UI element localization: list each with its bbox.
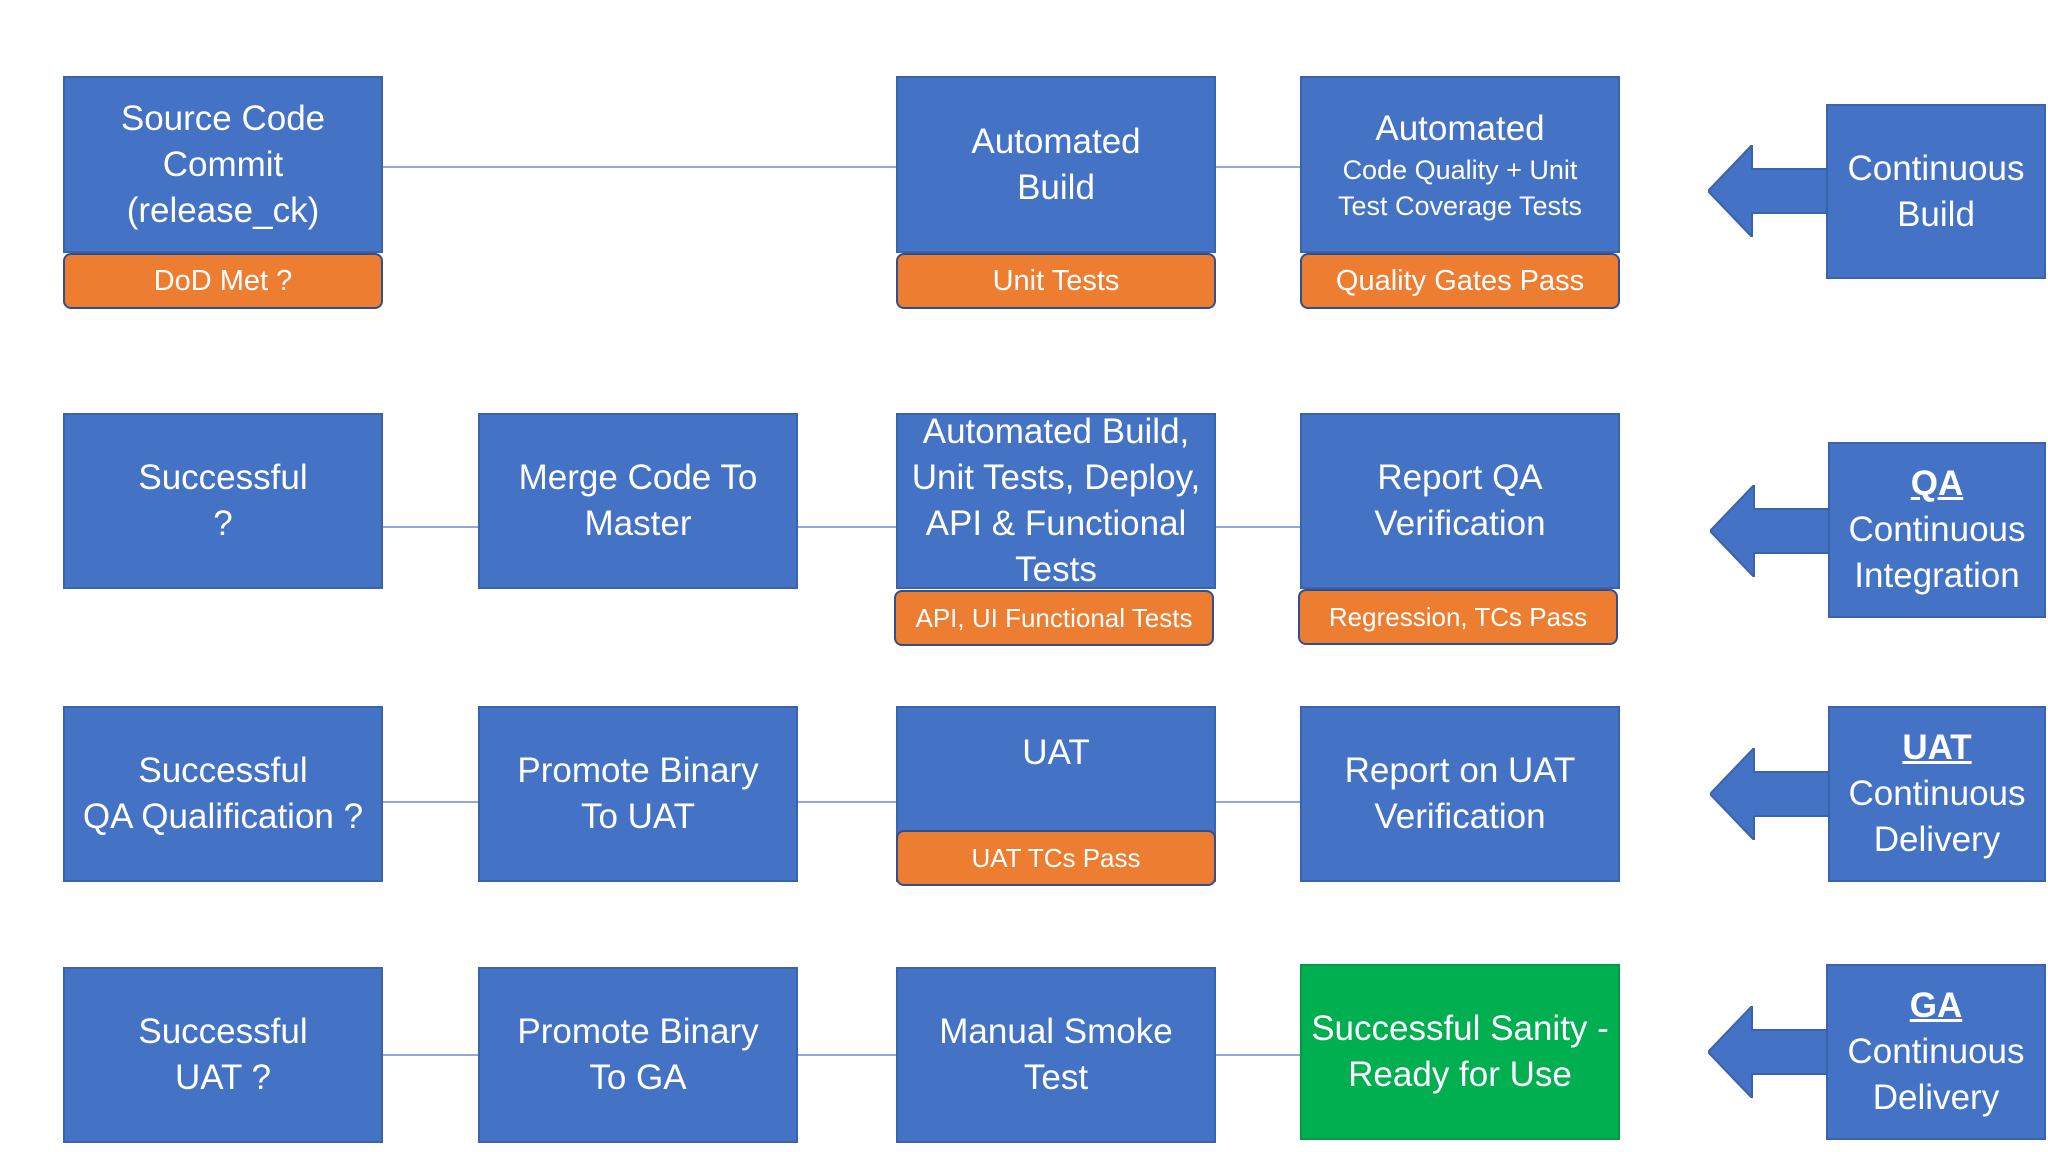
connector-line [382, 526, 478, 528]
connector-line [382, 1054, 478, 1056]
promote-binary-uat-box: Promote Binary To UAT [478, 706, 798, 882]
connector-line [382, 801, 478, 803]
box-line: Code Quality + Unit [1342, 154, 1578, 185]
connector-line [382, 166, 896, 168]
dod-met-tag: DoD Met ? [63, 253, 383, 309]
unit-tests-tag: Unit Tests [896, 253, 1216, 309]
continuous-build-phase: Continuous Build [1826, 104, 2046, 279]
connector-line [796, 526, 896, 528]
left-arrow-icon [1710, 485, 1830, 577]
box-line: Promote Binary [517, 751, 759, 790]
phase-line: Delivery [1873, 820, 2001, 859]
api-ui-functional-tests-tag: API, UI Functional Tests [894, 590, 1214, 646]
phase-line: Continuous [1848, 774, 2026, 813]
phase-heading: UAT [1902, 728, 1972, 767]
box-line: Verification [1374, 504, 1546, 543]
report-qa-verification-box: Report QA Verification [1300, 413, 1620, 589]
box-line: Promote Binary [517, 1012, 759, 1051]
promote-binary-ga-box: Promote Binary To GA [478, 967, 798, 1143]
box-line: Report QA [1377, 458, 1543, 497]
box-line: Source Code [120, 98, 326, 138]
qa-continuous-integration-phase: QA Continuous Integration [1828, 442, 2046, 618]
left-arrow-icon [1710, 748, 1830, 840]
box-line: Successful [138, 458, 308, 497]
box-line: To GA [589, 1058, 687, 1097]
box-line: UAT [1022, 733, 1090, 772]
connector-line [796, 801, 896, 803]
box-line: Merge Code To [518, 458, 758, 497]
box-line: Commit [162, 144, 284, 184]
automated-build-deploy-box: Automated Build, Unit Tests, Deploy, API… [896, 412, 1216, 589]
manual-smoke-test-box: Manual Smoke Test [896, 967, 1216, 1143]
box-line: Test Coverage Tests [1337, 190, 1583, 221]
box-line: Successful [138, 751, 308, 790]
box-line: Manual Smoke [939, 1012, 1173, 1051]
box-line: Automated [971, 121, 1141, 161]
connector-line [1216, 166, 1300, 168]
phase-line: Continuous [1847, 1032, 2025, 1071]
connector-line [796, 1054, 896, 1056]
box-line: Successful Sanity - [1311, 1009, 1609, 1048]
uat-tcs-pass-tag: UAT TCs Pass [896, 830, 1216, 886]
ga-continuous-delivery-phase: GA Continuous Delivery [1826, 964, 2046, 1140]
box-line: QA Qualification ? [82, 797, 364, 836]
connector-line [1216, 801, 1300, 803]
successful-qa-qualification-box: Successful QA Qualification ? [63, 706, 383, 882]
report-uat-verification-box: Report on UAT Verification [1300, 706, 1620, 882]
box-line: To UAT [580, 797, 696, 836]
connector-line [1216, 1054, 1300, 1056]
phase-heading: QA [1910, 464, 1964, 503]
box-line: Ready for Use [1348, 1055, 1572, 1094]
box-line: Unit Tests, Deploy, [911, 458, 1201, 497]
box-line: (release_ck) [126, 190, 320, 230]
phase-heading: GA [1909, 986, 1963, 1025]
phase-line: Integration [1854, 556, 2020, 595]
regression-tcs-pass-tag: Regression, TCs Pass [1298, 589, 1618, 645]
box-line: Automated [1375, 108, 1545, 148]
successful-uat-box: Successful UAT ? [63, 967, 383, 1143]
box-line: UAT ? [175, 1058, 271, 1097]
connector-line [1216, 526, 1300, 528]
left-arrow-icon [1708, 1006, 1828, 1098]
box-line: API & Functional [925, 504, 1187, 543]
box-line: Build [1017, 167, 1095, 207]
box-line: Report on UAT [1344, 751, 1576, 790]
source-code-commit-box: Source Code Commit (release_ck) [63, 76, 383, 253]
automated-build-box: Automated Build [896, 76, 1216, 253]
box-line: Master [584, 504, 692, 543]
quality-gates-tag: Quality Gates Pass [1300, 253, 1620, 309]
phase-line: Continuous [1847, 148, 2025, 188]
merge-code-box: Merge Code To Master [478, 413, 798, 589]
phase-line: Delivery [1872, 1078, 2000, 1117]
box-line: Tests [1015, 550, 1097, 589]
box-line: Test [1023, 1058, 1089, 1097]
left-arrow-icon [1708, 145, 1828, 237]
box-line: Successful [138, 1012, 308, 1051]
successful-check-box: Successful ? [63, 413, 383, 589]
uat-continuous-delivery-phase: UAT Continuous Delivery [1828, 706, 2046, 882]
box-line: Verification [1374, 797, 1546, 836]
code-quality-box: Automated Code Quality + Unit Test Cover… [1300, 76, 1620, 253]
box-line: Automated Build, [922, 412, 1190, 451]
phase-line: Build [1897, 194, 1975, 234]
successful-sanity-box: Successful Sanity - Ready for Use [1300, 964, 1620, 1140]
box-line: ? [213, 504, 233, 543]
phase-line: Continuous [1848, 510, 2026, 549]
